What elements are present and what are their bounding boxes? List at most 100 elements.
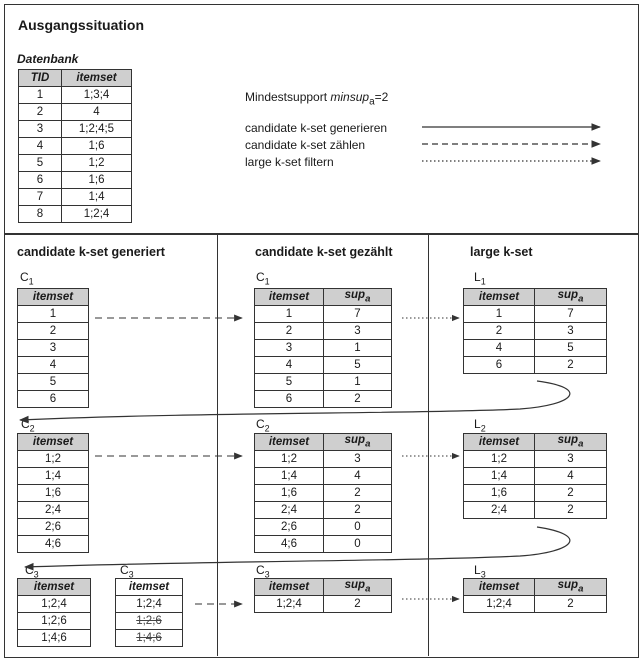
itemset-cell: 1;2;4 [254,595,324,613]
itemset-header: itemset [463,433,535,451]
itemset-header: itemset [17,288,89,306]
table-row: 1;2;6 [17,612,91,630]
itemset-cell: 1;2;4 [463,595,535,613]
itemset-header: itemset [61,69,132,87]
support-cell: 2 [534,595,607,613]
itemset-cell: 1;4;6 [115,629,183,647]
itemset-cell: 4;6 [17,535,89,553]
label-c1-generated: C1 [20,270,34,287]
label-c3-counted: C3 [256,563,270,580]
minsup-prefix: Mindestsupport [245,90,331,104]
table-row: 4;6 [17,535,89,553]
sup-header: supa [534,578,607,596]
support-cell: 1;2;4;5 [61,120,132,138]
minsup-var: minsup [330,90,370,104]
label-l1: L1 [474,270,486,287]
column-divider-2 [428,233,429,656]
label-c2-counted: C2 [256,417,270,434]
itemset-header: itemset [463,578,535,596]
table-row: 1;4;6 [115,629,183,647]
itemset-header: itemset [115,578,183,596]
label-c3-pruned: C3 [120,563,134,580]
support-cell: 1;3;4 [61,86,132,104]
legend-filter-label: large k-set filtern [245,155,334,169]
label-l3: L3 [474,563,486,580]
column-divider-1 [217,233,218,656]
sup-header: supa [323,433,392,451]
legend-generate-label: candidate k-set generieren [245,121,388,135]
itemset-cell: 1;2;6 [115,612,183,630]
top-panel [4,4,639,235]
sup-header: supa [323,288,392,306]
table-row: 6 [17,390,89,408]
support-cell: 7 [323,305,392,323]
support-cell: 0 [323,535,392,553]
itemset-header: itemset [17,578,91,596]
itemset-cell: 1;4;6 [17,629,91,647]
support-cell: 2 [534,356,607,374]
support-cell: 1;6 [61,171,132,189]
tid-header: TID [18,69,62,87]
label-c2-generated: C2 [21,417,35,434]
sup-header: supa [323,578,392,596]
col-header-large: large k-set [470,245,533,259]
itemset-header: itemset [254,578,324,596]
generate-arrow-c3 [24,526,571,571]
database-caption: Datenbank [17,52,79,66]
bottom-panel [4,233,639,658]
panel-title: Ausgangssituation [18,17,145,33]
support-cell: 1;2;4 [61,205,132,223]
support-cell: 2 [323,390,392,408]
minsup-sub: a [369,96,375,108]
sup-header: supa [534,288,607,306]
support-cell: 2 [323,595,392,613]
label-c1-counted: C1 [256,270,270,287]
itemset-cell: 6 [254,390,324,408]
itemset-cell: 1;6 [254,484,324,502]
itemset-cell: 1;4 [463,467,535,485]
itemset-header: itemset [17,433,89,451]
support-cell: 1;6 [61,137,132,155]
minsup-value: =2 [374,90,389,104]
itemset-cell: 2;4 [254,501,324,519]
minsup-text: Mindestsupport minsupa=2 [245,90,388,107]
